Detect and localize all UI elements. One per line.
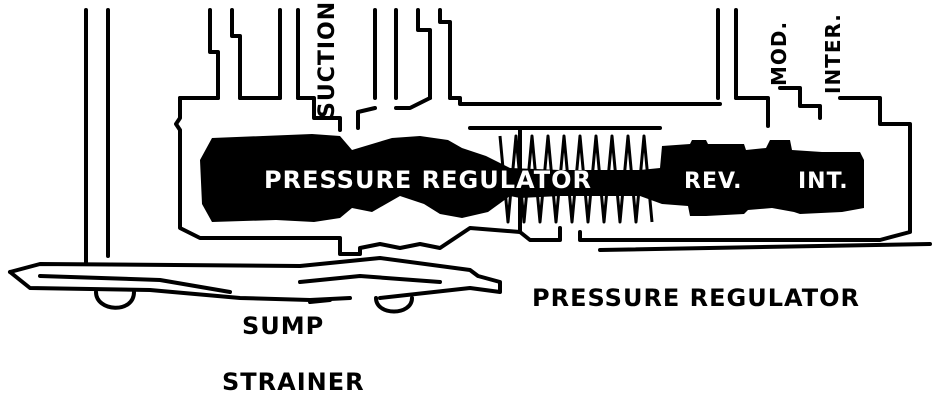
sump-pan (8, 256, 502, 314)
regulator-spring (498, 134, 654, 224)
label-valve-int: INT. (798, 169, 849, 194)
label-inter: INTER. (821, 13, 845, 94)
label-strainer: STRAINER (222, 368, 365, 396)
upper-passages (208, 8, 738, 100)
spool-valve (200, 134, 864, 222)
label-valve-main: PRESSURE REGULATOR (264, 166, 592, 194)
label-mod: MOD. (767, 21, 791, 86)
label-valve-rev: REV. (684, 169, 743, 194)
label-caption: PRESSURE REGULATOR (532, 284, 860, 312)
left-passage (84, 8, 110, 264)
label-sump: SUMP (242, 312, 324, 340)
label-suction: SUCTION (315, 1, 340, 118)
